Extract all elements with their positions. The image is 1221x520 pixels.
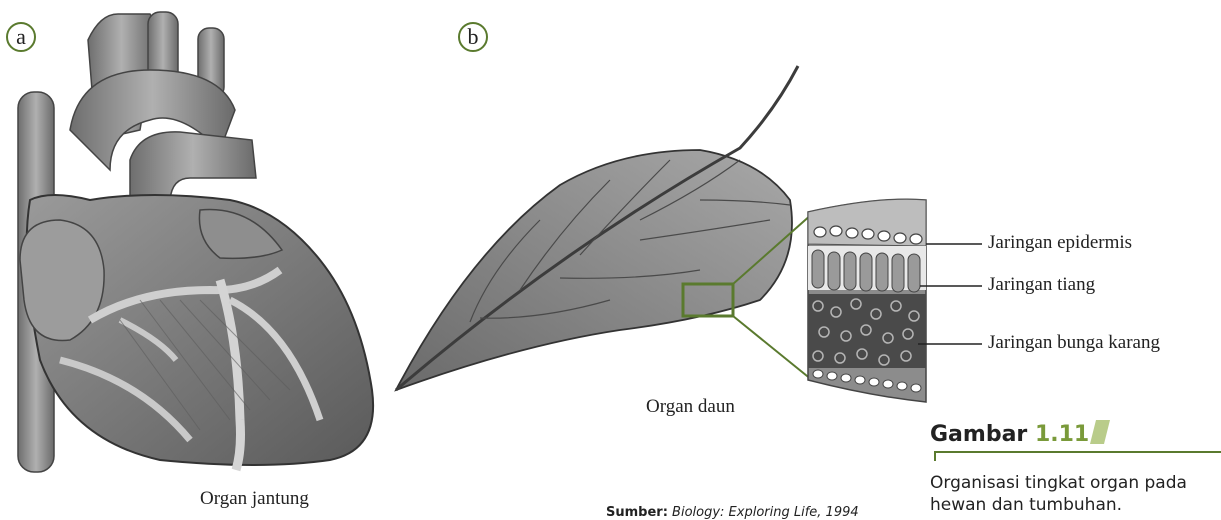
title-rule xyxy=(934,451,1221,453)
heart-illustration xyxy=(18,12,373,472)
panel-label-a: a xyxy=(6,22,36,52)
figure-title-word: Gambar xyxy=(930,422,1027,447)
caption-leaf: Organ daun xyxy=(646,396,735,418)
title-slash-decoration xyxy=(1090,420,1110,444)
figure-title: Gambar 1.11 xyxy=(930,420,1107,447)
figure-source: Sumber: Biology: Exploring Life, 1994 xyxy=(606,505,859,520)
panel-label-b: b xyxy=(458,22,488,52)
label-leader-lines xyxy=(918,244,982,344)
title-rule-tick xyxy=(934,451,936,461)
leaf-illustration xyxy=(396,66,798,390)
caption-heart: Organ jantung xyxy=(200,488,309,510)
leaf-cross-section-illustration xyxy=(808,199,926,402)
label-tiang: Jaringan tiang xyxy=(988,274,1095,296)
source-label: Sumber: xyxy=(606,505,668,520)
figure-description: Organisasi tingkat organ pada hewan dan … xyxy=(930,472,1221,516)
source-text: Biology: Exploring Life, 1994 xyxy=(672,505,859,520)
figure-number: 1.11 xyxy=(1035,422,1089,447)
label-bunga-karang: Jaringan bunga karang xyxy=(988,332,1160,354)
label-epidermis: Jaringan epidermis xyxy=(988,232,1132,254)
